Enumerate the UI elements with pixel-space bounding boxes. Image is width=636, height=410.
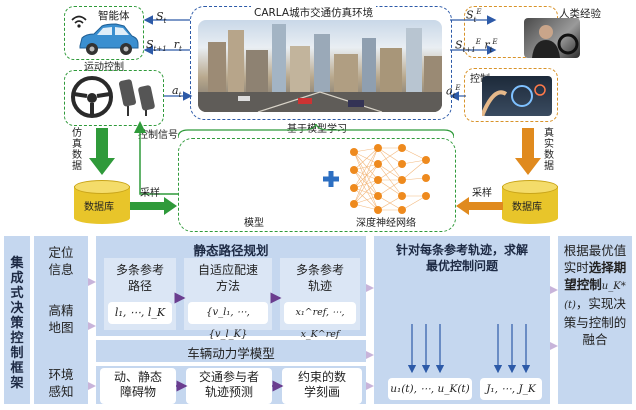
static-planning-title: 静态路径规划 [193,243,269,258]
model-learning-label: 基于模型学习 [287,124,347,135]
carla-title: CARLA城市交通仿真环境 [251,5,377,20]
model-box [178,138,456,232]
s-t1-r-t-label: St+1 rt [146,38,182,54]
sampling-right-label: 采样 [472,188,492,199]
state-action-arrows [143,15,497,101]
sampling-left-arrow [130,197,177,215]
model-label: 模型 [244,218,264,229]
wifi-icon [71,15,87,28]
adaptive-speed-math: {v_l₁, ⋯, {v_l_K} [188,302,268,340]
multi-ref-traj-label: 多条参考 轨迹 [295,263,344,293]
sim-data-label: 仿真数据 [72,128,82,172]
control-input-box [64,70,164,126]
vehicle-dynamics-bar [96,340,366,362]
result-text-2: ，实现决策与控制的融合 [563,296,627,347]
multi-ref-path-label: 多条参考 路径 [115,263,164,293]
cockpit-image [480,76,552,117]
human-driver-image [524,18,580,58]
human-experience-label: 人类经验 [559,8,601,20]
hd-map: 高精 地图 [48,303,74,335]
sim-data-arrow [89,128,115,175]
adaptive-speed-label: 自适应配速 方法 [197,263,258,293]
database-right-icon [502,180,558,224]
env-perception: 环境 感知 [48,367,74,399]
agent-label: 智能体 [98,10,130,22]
control-signal-label: 控制信号 [138,130,178,141]
result-text-1: 根据最优值实时 [563,243,627,275]
result-panel [558,236,632,404]
obstacles-box: 动、静态 障碍物 [100,368,176,404]
database-left-icon [74,180,130,224]
u-sequence: u₁(t), ⋯, u_K(t) [388,378,472,400]
solve-panel [374,236,550,404]
human-control-box [464,68,558,122]
real-data-arrow [515,128,541,175]
city-scene-image [198,20,442,112]
car-icon [79,23,139,55]
database-right-label: 数据库 [512,202,542,213]
a-t-label: at [172,84,182,100]
model-curly-brace [178,124,454,139]
database-left-label: 数据库 [84,202,114,213]
motion-control-label: 运动控制 [84,62,124,73]
sE-t1-rE-t-label: St+1E rtE [455,38,498,54]
multi-ref-traj-math: x₁^ref, ⋯, x_K^ref [284,302,356,340]
vehicle-dynamics-label: 车辆动力学模型 [187,346,275,361]
flow-arrows [88,278,558,392]
traffic-predict-box: 交通参与者 轨迹预测 [186,368,272,404]
result-math: u_K*(t) [564,281,626,311]
input-column [34,236,88,404]
s-t-label: St [156,10,167,26]
control-signal-arrow [134,121,178,195]
result-text: 根据最优值实时选择期望控制u_K*(t)，实现决策与控制的融合 [562,242,628,348]
plus-icon [323,171,339,187]
positioning-info: 定位 信息 [48,245,74,277]
pedals-icon [118,79,155,116]
result-text-bold: 选择期望控制 [564,260,627,292]
sampling-left-label: 采样 [140,188,160,199]
j-sequence: J₁, ⋯, J_K [480,378,542,400]
constraint-math-box: 约束的数 学刻画 [282,368,362,404]
agent-box [64,6,144,60]
human-control-label: 控制 [470,74,490,85]
aE-t-label: atE [446,84,461,100]
deep-network-label: 深度神经网络 [356,218,416,229]
framework-label: 集成式决策控制框架 [10,256,24,391]
framework-label-box [4,236,30,404]
solve-title: 针对每条参考轨迹，求解 最优控制问题 [395,243,528,273]
neural-network-icon [350,144,430,214]
multi-ref-path-math: l₁, ⋯, l_K [108,302,172,324]
steering-wheel-icon [71,76,113,118]
sampling-right-arrow [456,197,503,215]
sE-t-label: StE [466,8,482,24]
real-data-label: 真实数据 [544,128,554,172]
